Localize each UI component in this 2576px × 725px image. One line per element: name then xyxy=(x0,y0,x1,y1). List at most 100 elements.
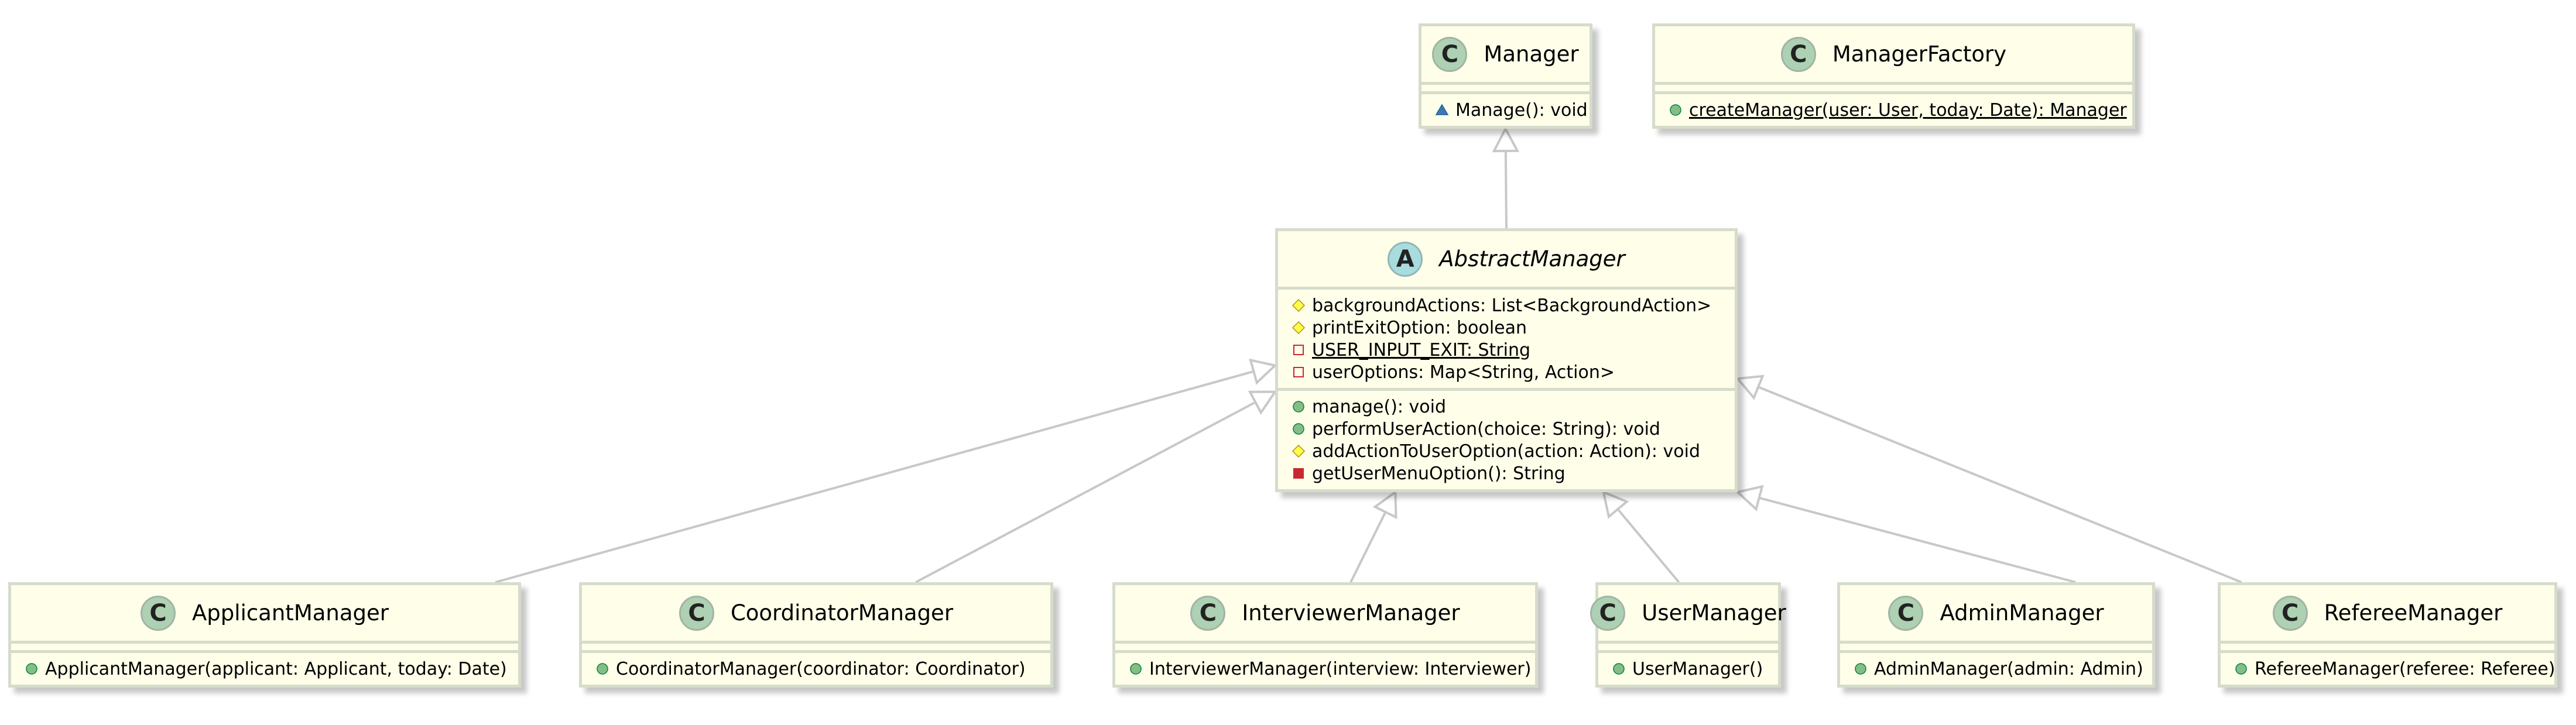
class-name: AdminManager xyxy=(1940,600,2104,626)
operation-text: getUserMenuOption(): String xyxy=(1312,463,1566,484)
operations-section: createManager(user: User, today: Date): … xyxy=(1655,91,2132,126)
edge-line xyxy=(1758,386,2242,583)
operation-row: ApplicantManager(applicant: Applicant, t… xyxy=(23,658,518,680)
attribute-text: printExitOption: boolean xyxy=(1312,317,1527,338)
protected-visibility-icon xyxy=(1290,297,1307,314)
class-name: CoordinatorManager xyxy=(730,600,954,626)
operation-row: manage(): void xyxy=(1290,396,1735,418)
class-name: ApplicantManager xyxy=(192,600,389,626)
attributes-section: backgroundActions: List<BackgroundAction… xyxy=(1278,287,1735,388)
attribute-row: userOptions: Map<String, Action> xyxy=(1290,361,1735,383)
operations-section: AdminManager(admin: Admin) xyxy=(1840,650,2152,685)
generalization-edge xyxy=(1602,490,1680,583)
class-icon: C xyxy=(679,595,714,631)
edge-line xyxy=(1349,511,1387,583)
generalization-edge xyxy=(915,390,1277,583)
operation-text: createManager(user: User, today: Date): … xyxy=(1689,99,2127,121)
edge-line xyxy=(1759,496,2076,583)
operation-text: CoordinatorManager(coordinator: Coordina… xyxy=(616,658,1026,679)
generalization-arrowhead xyxy=(1372,490,1397,520)
operation-text: ApplicantManager(applicant: Applicant, t… xyxy=(45,658,507,679)
class-icon: C xyxy=(1888,595,1924,631)
operation-row: CoordinatorManager(coordinator: Coordina… xyxy=(594,658,1050,680)
attributes-section xyxy=(11,641,518,650)
operation-text: manage(): void xyxy=(1312,396,1447,417)
class-icon: C xyxy=(1590,595,1626,631)
attribute-row: USER_INPUT_EXIT: String xyxy=(1290,339,1735,361)
operation-row: RefereeManager(referee: Referee) xyxy=(2232,658,2556,680)
class-icon: C xyxy=(1432,36,1468,72)
generalization-edge xyxy=(1735,485,2076,583)
generalization-edge xyxy=(1349,490,1397,583)
protected-visibility-icon xyxy=(1290,319,1307,336)
public-visibility-icon xyxy=(1290,398,1307,415)
public-visibility-icon xyxy=(1127,660,1145,678)
generalization-arrowhead xyxy=(1248,390,1277,415)
private-visibility-icon xyxy=(1290,341,1307,359)
operation-text: RefereeManager(referee: Referee) xyxy=(2255,658,2556,679)
package-visibility-icon xyxy=(1433,101,1451,119)
public-visibility-icon xyxy=(1852,660,1869,678)
operation-row: performUserAction(choice: String): void xyxy=(1290,418,1735,440)
edge-line xyxy=(1616,508,1680,583)
public-visibility-icon xyxy=(1667,101,1684,119)
attributes-section xyxy=(1598,641,1778,650)
operation-row: getUserMenuOption(): String xyxy=(1290,462,1735,485)
attribute-row: backgroundActions: List<BackgroundAction… xyxy=(1290,294,1735,317)
private-visibility-icon xyxy=(1290,465,1307,482)
public-visibility-icon xyxy=(1610,660,1628,678)
attributes-section xyxy=(582,641,1050,650)
generalization-arrowhead xyxy=(1249,358,1278,385)
attribute-text: userOptions: Map<String, Action> xyxy=(1312,362,1615,383)
operations-section: InterviewerManager(interview: Interviewe… xyxy=(1115,650,1535,685)
generalization-arrowhead xyxy=(1492,126,1520,153)
attributes-section xyxy=(1840,641,2152,650)
protected-visibility-icon xyxy=(1290,442,1307,460)
generalization-arrowhead xyxy=(1735,485,1764,511)
public-visibility-icon xyxy=(594,660,611,678)
generalization-edge xyxy=(1492,126,1520,229)
public-visibility-icon xyxy=(2232,660,2250,678)
operation-row: InterviewerManager(interview: Interviewe… xyxy=(1127,658,1535,680)
edge-line xyxy=(915,401,1256,583)
generalization-edge xyxy=(495,358,1278,583)
attribute-text: backgroundActions: List<BackgroundAction… xyxy=(1312,295,1712,316)
abstract-class-icon: A xyxy=(1388,241,1423,277)
generalization-arrowhead xyxy=(1735,374,1765,400)
edge-line xyxy=(495,370,1254,583)
class-name: UserManager xyxy=(1642,600,1786,626)
class-header: C AdminManager xyxy=(1840,585,2152,641)
attributes-section xyxy=(1115,641,1535,650)
operation-row: addActionToUserOption(action: Action): v… xyxy=(1290,440,1735,462)
operation-row: Manage(): void xyxy=(1433,99,1590,121)
class-header: C UserManager xyxy=(1590,585,1786,641)
operation-text: performUserAction(choice: String): void xyxy=(1312,418,1660,439)
generalization-arrowhead xyxy=(1602,490,1629,519)
operation-text: UserManager() xyxy=(1632,658,1763,679)
class-name: InterviewerManager xyxy=(1242,600,1460,626)
operation-text: Manage(): void xyxy=(1455,99,1588,121)
class-name: ManagerFactory xyxy=(1832,42,2007,67)
public-visibility-icon xyxy=(23,660,40,678)
attribute-text: USER_INPUT_EXIT: String xyxy=(1312,339,1531,360)
operation-text: AdminManager(admin: Admin) xyxy=(1874,658,2143,679)
class-icon: C xyxy=(2272,595,2308,631)
public-visibility-icon xyxy=(1290,420,1307,438)
operations-section: ApplicantManager(applicant: Applicant, t… xyxy=(11,650,518,685)
attributes-section xyxy=(1421,82,1590,91)
